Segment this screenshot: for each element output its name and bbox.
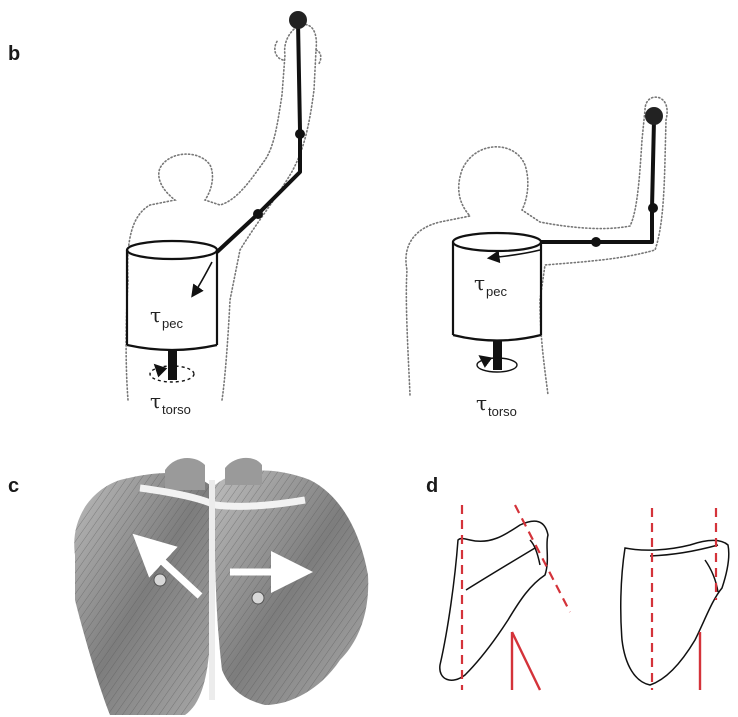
left-body-outline xyxy=(126,24,321,400)
panel-letter-d: d xyxy=(426,475,438,497)
left-tau-torso: τ xyxy=(150,389,161,413)
left-torso-cylinder xyxy=(127,241,217,382)
scapula-right xyxy=(621,508,729,690)
left-arm-linkage xyxy=(193,11,307,295)
right-tau-pec-sub: pec xyxy=(486,284,507,299)
right-tau-torso: τ xyxy=(476,391,487,415)
left-tau-torso-sub: torso xyxy=(162,402,191,417)
joint-icon xyxy=(648,203,658,213)
panel-letter-c: c xyxy=(8,475,19,497)
right-tau-pec: τ xyxy=(474,271,485,295)
joint-icon xyxy=(591,237,601,247)
right-torso-cylinder xyxy=(453,233,541,372)
right-arm-linkage xyxy=(541,107,663,247)
left-tau-pec-sub: pec xyxy=(162,316,183,331)
ball-icon xyxy=(645,107,663,125)
left-tau-pec: τ xyxy=(150,303,161,327)
joint-icon xyxy=(253,209,263,219)
joint-icon xyxy=(295,129,305,139)
panel-letter-b: b xyxy=(8,43,20,65)
ball-icon xyxy=(289,11,307,29)
pectoral-muscle-illustration xyxy=(74,458,368,715)
scapula-left xyxy=(440,505,570,690)
right-tau-torso-sub: torso xyxy=(488,404,517,419)
